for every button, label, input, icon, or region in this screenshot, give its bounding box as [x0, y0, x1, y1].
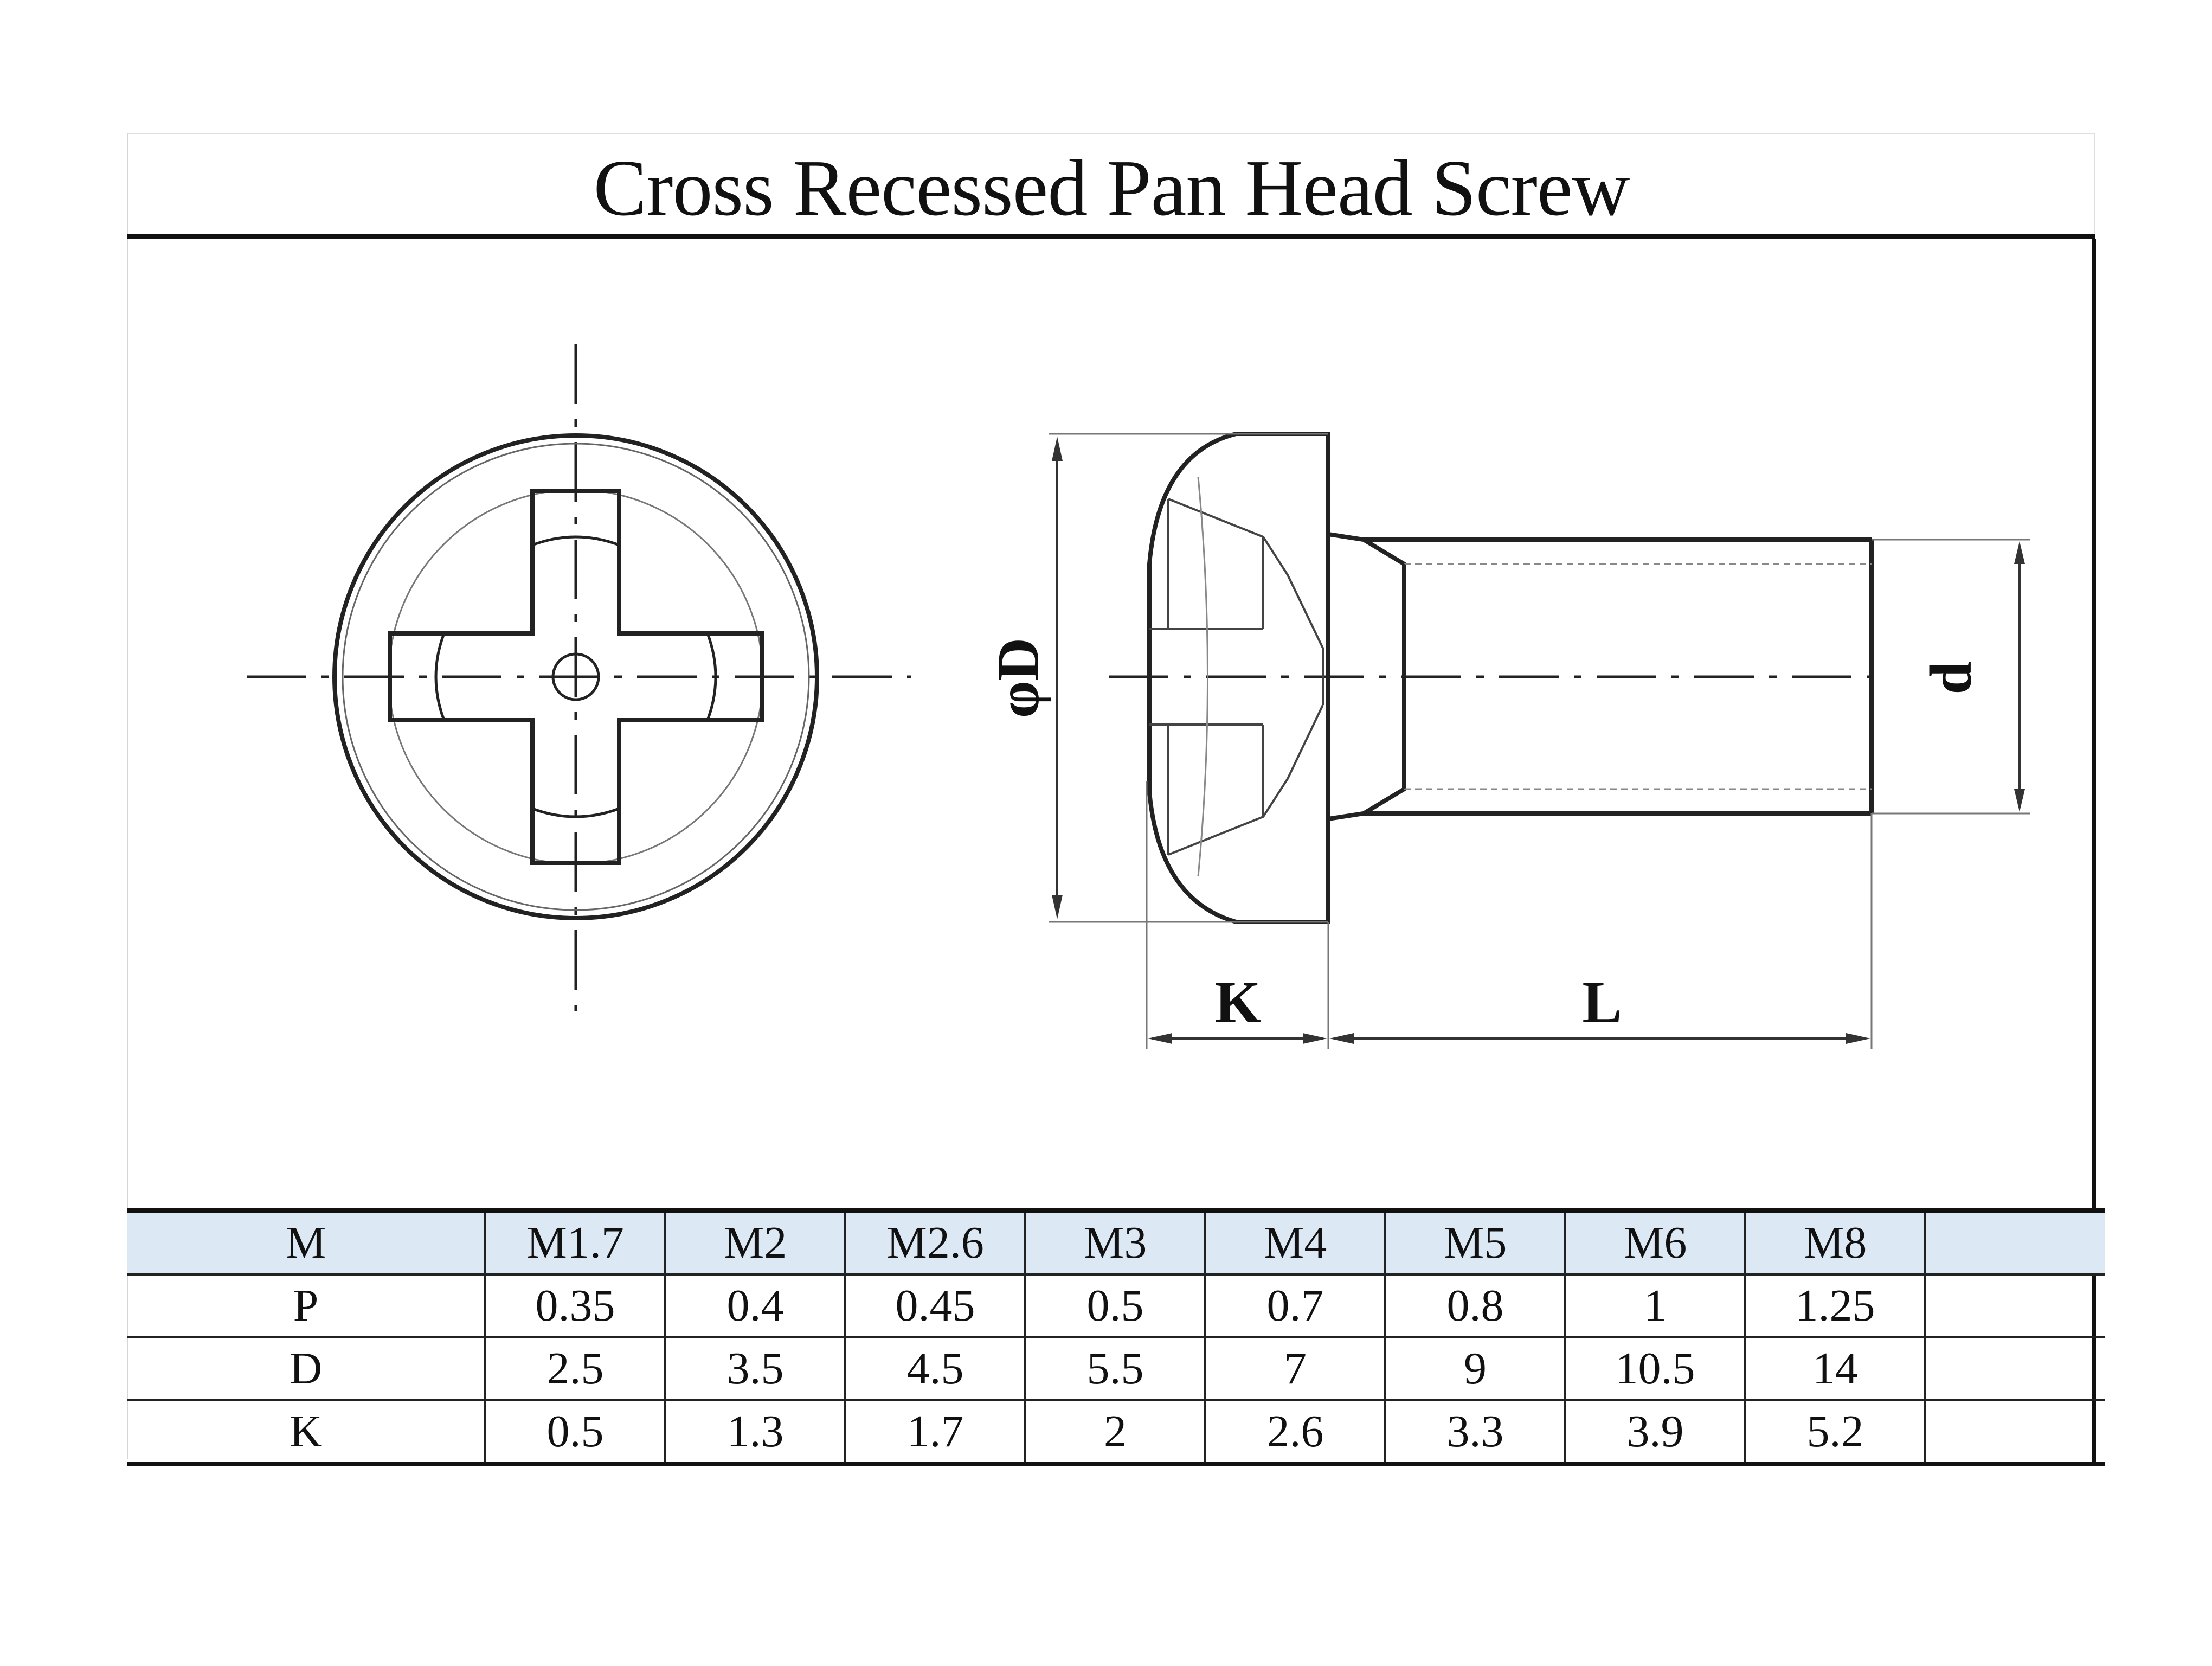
label-l: L [1582, 969, 1622, 1035]
table-cell: 3.9 [1564, 1399, 1746, 1466]
table-cell: M6 [1564, 1208, 1746, 1276]
table-cell: 1.7 [844, 1399, 1026, 1466]
table-cell: M4 [1204, 1208, 1386, 1276]
table-cell: M2.6 [844, 1208, 1026, 1276]
cross-recess-outline [388, 489, 764, 865]
table-cell: 5.5 [1024, 1336, 1206, 1401]
row-label-k: K [127, 1399, 486, 1466]
page-title: Cross Recessed Pan Head Screw [593, 144, 1630, 233]
table-cell: 14 [1744, 1336, 1926, 1401]
table-cell: 1.25 [1744, 1273, 1926, 1338]
dim-k-arrow-left [1148, 1033, 1172, 1044]
recess-arc-bottom [532, 807, 620, 818]
table-cell: M5 [1384, 1208, 1566, 1276]
right-border-rule [2092, 239, 2096, 1462]
label-k: K [1214, 969, 1261, 1035]
table-cell: M8 [1744, 1208, 1926, 1276]
head-outer-circle-inner-edge [342, 443, 810, 911]
head-profile [1147, 432, 1330, 924]
table-cell: 7 [1204, 1336, 1386, 1401]
table-cell: 0.8 [1384, 1273, 1566, 1338]
dim-l-arrow-left [1329, 1033, 1354, 1044]
dim-phi-d-arrow-top [1052, 437, 1063, 461]
recess-center-circle [551, 652, 600, 701]
top-view [247, 344, 911, 1011]
table-cell [1924, 1399, 2105, 1466]
table-cell: 0.7 [1204, 1273, 1386, 1338]
table-cell: 2 [1024, 1399, 1206, 1466]
dim-phi-d-arrow-bottom [1052, 895, 1063, 919]
spec-table: M M1.7 M2 M2.6 M3 M4 M5 M6 M8 P 0.35 0.4… [127, 1208, 2105, 1466]
row-label-p: P [127, 1273, 486, 1338]
table-cell: 5.2 [1744, 1399, 1926, 1466]
frame-left-edge [127, 133, 128, 1459]
frame-top-edge [127, 133, 2095, 134]
table-cell: M3 [1024, 1208, 1206, 1276]
dim-l-arrow-right [1846, 1033, 1870, 1044]
table-cell: 9 [1384, 1336, 1566, 1401]
table-cell: M2 [664, 1208, 846, 1276]
table-cell [1924, 1273, 2105, 1338]
table-cell: 0.5 [1024, 1273, 1206, 1338]
recess-arc-top [532, 535, 620, 547]
dim-thread-d-arrow-bottom [2014, 789, 2025, 812]
table-row-p: P 0.35 0.4 0.45 0.5 0.7 0.8 1 1.25 [127, 1273, 2105, 1338]
table-row-d: D 2.5 3.5 4.5 5.5 7 9 10.5 14 [127, 1336, 2105, 1401]
table-cell: 1.3 [664, 1399, 846, 1466]
title-underline [127, 234, 2095, 239]
row-label-d: D [127, 1336, 486, 1401]
table-row-k: K 0.5 1.3 1.7 2 2.6 3.3 3.9 5.2 [127, 1399, 2105, 1466]
recess-arc-left [434, 633, 446, 721]
table-cell: 0.5 [484, 1399, 666, 1466]
frame-right-edge [2094, 133, 2095, 239]
table-cell [1924, 1208, 2105, 1276]
table-cell: 0.35 [484, 1273, 666, 1338]
table-cell [1924, 1336, 2105, 1401]
table-cell: 0.45 [844, 1273, 1026, 1338]
row-label-m: M [127, 1208, 486, 1276]
table-cell: 10.5 [1564, 1336, 1746, 1401]
table-cell: 0.4 [664, 1273, 846, 1338]
dim-k-arrow-right [1303, 1033, 1327, 1044]
dimension-lines [1049, 433, 2030, 1049]
recess-profile-lines [1149, 477, 1324, 877]
head-outer-circle [332, 433, 819, 920]
table-cell: 3.5 [664, 1336, 846, 1401]
table-cell: M1.7 [484, 1208, 666, 1276]
table-cell: 2.5 [484, 1336, 666, 1401]
table-cell: 4.5 [844, 1336, 1026, 1401]
label-thread-d: d [1918, 661, 1984, 694]
label-phi-d: φD [985, 638, 1051, 718]
recess-arc-right [706, 633, 717, 721]
dim-thread-d-arrow-top [2014, 541, 2025, 564]
side-view [1109, 432, 1881, 924]
table-row-m: M M1.7 M2 M2.6 M3 M4 M5 M6 M8 [127, 1208, 2105, 1276]
table-cell: 2.6 [1204, 1399, 1386, 1466]
table-cell: 1 [1564, 1273, 1746, 1338]
table-cell: 3.3 [1384, 1399, 1566, 1466]
